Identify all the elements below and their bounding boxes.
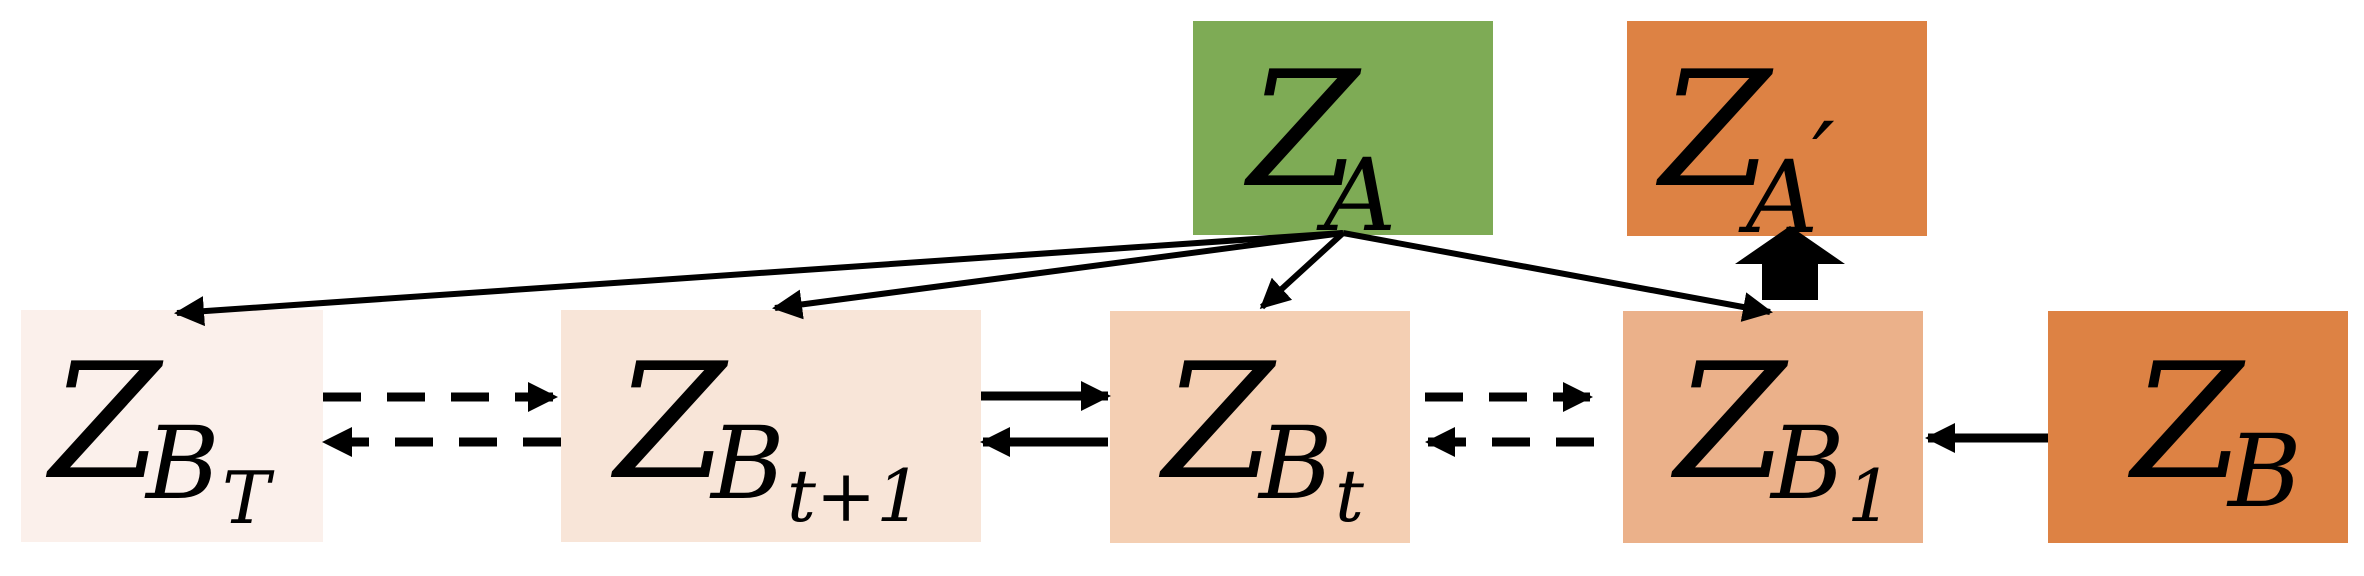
label-z-b-T-sub: B (146, 405, 220, 522)
arrow-za-to-zbt1 (772, 230, 1344, 320)
node-z-b (2048, 311, 2348, 543)
label-z-b-1-sub: B (1771, 405, 1845, 522)
node-z-b-t-plus-1 (561, 310, 981, 542)
node-z-b-t (1110, 311, 1410, 543)
label-z-b: Z B (2132, 342, 2302, 522)
label-z-a-prime-base: Z (1660, 36, 1772, 223)
label-z-b-t-plus-1-base: Z (615, 328, 727, 515)
label-z-b-1: Z B 1 (1675, 342, 1893, 533)
label-z-b-sub: B (2228, 413, 2302, 530)
label-z-a-prime-prime: ′ (1812, 101, 1835, 218)
label-z-b-1-subsub: 1 (1847, 454, 1893, 538)
label-z-b-t: Z B t (1163, 342, 1364, 533)
label-z-b-T-base: Z (50, 328, 162, 515)
node-z-b-1 (1623, 311, 1923, 543)
label-z-b-t-subsub: t (1335, 454, 1364, 538)
label-z-a-base: Z (1248, 36, 1360, 223)
label-z-b-t-plus-1-sub: B (711, 405, 785, 522)
label-z-b-1-base: Z (1675, 328, 1787, 515)
node-z-b-T (21, 310, 323, 542)
label-z-a: Z A (1248, 50, 1396, 246)
label-z-b-T: Z B T (50, 342, 270, 535)
label-z-a-sub: A (1324, 137, 1397, 254)
label-z-b-base: Z (2132, 328, 2244, 515)
node-z-a-prime (1627, 21, 1927, 236)
label-z-b-T-subsub: T (222, 456, 271, 540)
label-z-a-prime: Z A ′ (1660, 50, 1835, 248)
label-z-b-t-plus-1-subsub: t+1 (787, 454, 923, 538)
arrow-za-to-zb1 (1342, 230, 1773, 322)
label-z-b-t-plus-1: Z B t+1 (615, 342, 922, 533)
label-z-b-t-base: Z (1163, 328, 1275, 515)
label-z-a-prime-sub: A (1746, 139, 1819, 256)
arrow-zb1-to-zaprime (1735, 226, 1845, 300)
arrow-za-to-zbT (174, 230, 1344, 327)
arrow-za-to-zbt (1259, 230, 1346, 310)
node-z-a (1193, 21, 1493, 235)
label-z-b-t-sub: B (1259, 405, 1333, 522)
